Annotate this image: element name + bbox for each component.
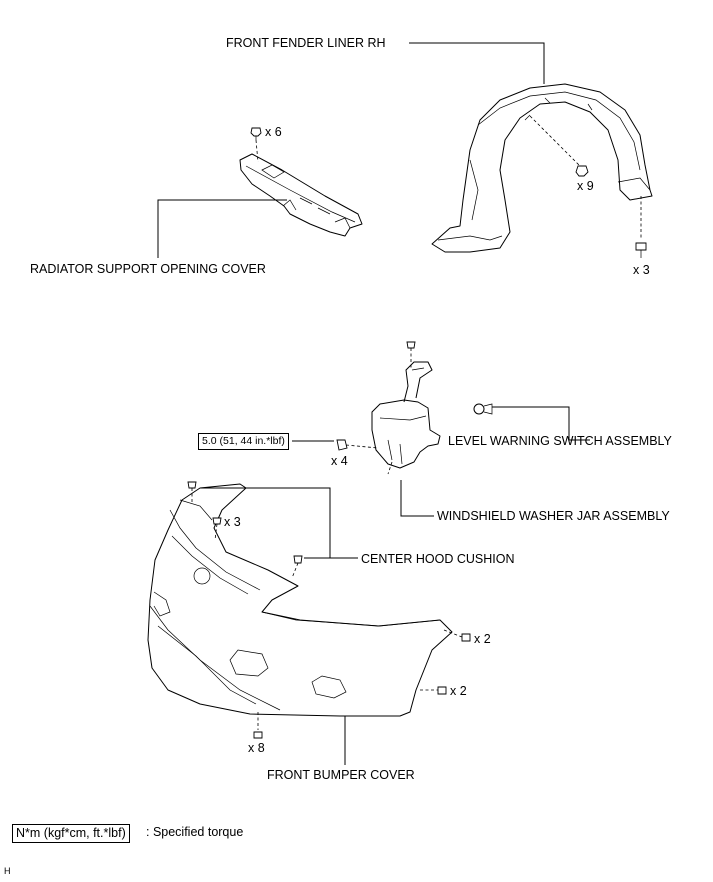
fender-liner-leader <box>409 42 545 84</box>
windshield-washer-jar-drawing <box>371 361 441 469</box>
bumper-top-screw-2-icon <box>212 517 222 525</box>
corner-mark: H <box>4 866 11 876</box>
bumper-top-leader <box>200 487 331 558</box>
jar-bolt-icon <box>336 439 348 451</box>
bumper-cover-label: FRONT BUMPER COVER <box>267 768 415 782</box>
hood-cushion-icon <box>293 555 303 564</box>
bumper-side-screw-upper-icon <box>461 633 471 642</box>
hood-cushion-label: CENTER HOOD CUSHION <box>361 552 515 566</box>
bumper-bottom-screw-qty: x 8 <box>248 741 265 755</box>
radiator-clip-icon <box>250 127 262 137</box>
bumper-top-screw-qty: x 3 <box>224 515 241 529</box>
legend-torque-box: N*m (kgf*cm, ft.*lbf) <box>12 824 130 843</box>
bumper-side-screw-lower-icon <box>437 686 447 695</box>
front-bumper-cover-drawing <box>147 483 453 717</box>
level-switch-label: LEVEL WARNING SWITCH ASSEMBLY <box>448 434 672 448</box>
fender-screw-qty: x 3 <box>633 263 650 277</box>
radiator-support-opening-cover-drawing <box>239 153 363 237</box>
bumper-side-upper-qty: x 2 <box>474 632 491 646</box>
bumper-side-lower-qty: x 2 <box>450 684 467 698</box>
washer-jar-leader <box>400 480 434 517</box>
jar-bolt-qty: x 4 <box>331 454 348 468</box>
jar-bolt-torque-box: 5.0 (51, 44 in.*lbf) <box>198 433 289 450</box>
fender-clip-qty: x 9 <box>577 179 594 193</box>
fender-clip-icon <box>575 165 589 177</box>
legend-torque-text: : Specified torque <box>146 825 244 839</box>
bumper-top-screw-icon <box>187 481 197 489</box>
fender-liner-label: FRONT FENDER LINER RH <box>226 36 386 50</box>
level-switch-leader <box>492 406 590 441</box>
bumper-bottom-screw-icon <box>253 731 263 739</box>
jar-top-bolt-icon <box>406 341 416 349</box>
radiator-cover-label: RADIATOR SUPPORT OPENING COVER <box>30 262 266 276</box>
fender-screw-icon <box>635 242 647 251</box>
washer-jar-label: WINDSHIELD WASHER JAR ASSEMBLY <box>437 509 670 523</box>
level-warning-switch-drawing <box>473 403 493 415</box>
radiator-cover-leader <box>157 199 287 258</box>
front-fender-liner-drawing <box>431 83 653 253</box>
radiator-clip-qty: x 6 <box>265 125 282 139</box>
